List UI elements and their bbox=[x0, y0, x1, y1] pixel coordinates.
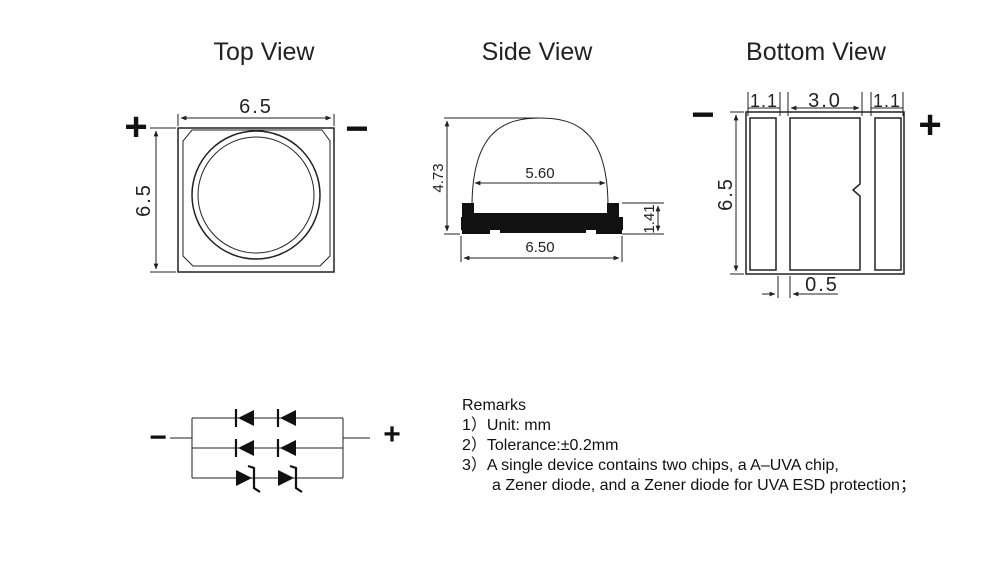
diode-2b bbox=[280, 440, 296, 456]
bottom-pad-right-label: 1.1 bbox=[873, 91, 901, 111]
bottom-gap-label: 0.5 bbox=[805, 274, 839, 296]
bottom-height-label: 6.5 bbox=[715, 177, 737, 211]
diode-1b bbox=[280, 410, 296, 426]
schematic-plus-sign: + bbox=[383, 418, 401, 451]
bottom-right-pad bbox=[874, 117, 902, 271]
top-lens-inner bbox=[197, 136, 315, 254]
diode-1a bbox=[238, 410, 254, 426]
zener-diode-a bbox=[236, 470, 252, 486]
remarks-block: Remarks 1）Unit: mm 2）Tolerance:±0.2mm 3）… bbox=[462, 396, 916, 496]
side-right-post bbox=[607, 203, 619, 219]
top-cup-outline bbox=[182, 129, 331, 267]
diode-2a bbox=[238, 440, 254, 456]
side-left-pad bbox=[462, 228, 490, 234]
top-height-label: 6.5 bbox=[133, 183, 155, 217]
bottom-plus-sign: + bbox=[918, 103, 941, 147]
zener-diode-b bbox=[278, 470, 294, 486]
top-width-label: 6.5 bbox=[239, 96, 273, 118]
bottom-center-pad bbox=[789, 117, 861, 271]
top-plus-sign: + bbox=[124, 105, 147, 149]
top-view: 6.5 6.5 + − bbox=[124, 96, 369, 273]
remark-item-1: 1）Unit: mm bbox=[462, 417, 551, 434]
schematic-minus-sign: − bbox=[149, 421, 167, 454]
top-minus-sign: − bbox=[345, 107, 368, 151]
remark-item-2: 2）Tolerance:±0.2mm bbox=[462, 437, 619, 454]
side-base-body bbox=[461, 217, 623, 230]
side-lens-width-label: 5.60 bbox=[525, 165, 554, 182]
side-total-width-label: 6.50 bbox=[525, 239, 554, 256]
side-right-pad bbox=[596, 228, 622, 234]
remark-item-3-continued: a Zener diode, and a Zener diode for UVA… bbox=[492, 477, 916, 494]
side-view-title: Side View bbox=[482, 38, 594, 66]
side-left-post bbox=[462, 203, 474, 219]
remark-item-3: 3）A single device contains two chips, a … bbox=[462, 457, 839, 474]
side-view: 5.60 6.50 4.73 1.41 bbox=[430, 117, 664, 262]
side-center-pad bbox=[500, 228, 586, 233]
top-package-outline bbox=[177, 127, 335, 273]
circuit-schematic: − + bbox=[149, 409, 401, 493]
bottom-minus-sign: − bbox=[691, 93, 714, 137]
top-lens-outer bbox=[191, 130, 321, 260]
bottom-pad-center-label: 3.0 bbox=[808, 90, 842, 112]
bottom-package-outline bbox=[745, 111, 905, 275]
top-view-title: Top View bbox=[214, 38, 316, 66]
remarks-heading: Remarks bbox=[462, 397, 527, 414]
side-base-height-label: 1.41 bbox=[641, 204, 658, 233]
bottom-view-title: Bottom View bbox=[746, 38, 887, 66]
bottom-left-pad bbox=[749, 117, 777, 271]
bottom-view: 1.1 3.0 1.1 6.5 0.5 − + bbox=[691, 90, 942, 298]
side-height-label: 4.73 bbox=[430, 163, 447, 192]
side-lens-dome bbox=[471, 117, 609, 208]
bottom-pad-left-label: 1.1 bbox=[750, 91, 778, 111]
